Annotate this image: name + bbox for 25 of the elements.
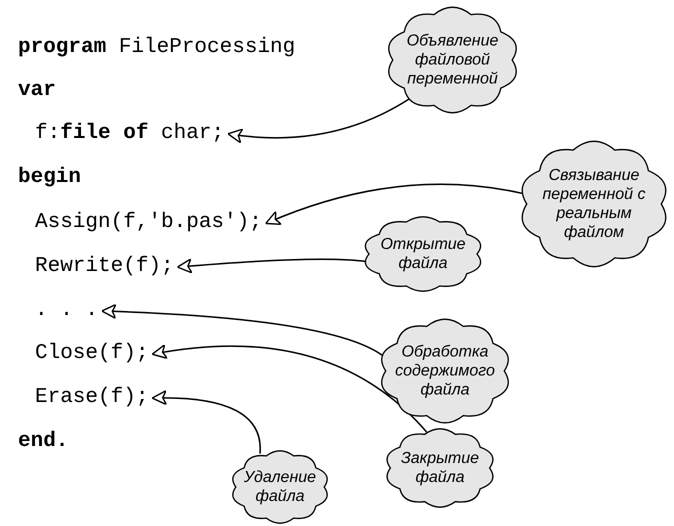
code-line: Assign(f,'b.pas'); <box>35 211 262 235</box>
code-line: . . . <box>35 299 98 323</box>
code-line: Erase(f); <box>35 386 148 410</box>
callout-cloud <box>362 216 484 292</box>
callout-cloud <box>384 428 496 508</box>
callout-cloud <box>378 318 512 424</box>
code-line: end. <box>18 430 68 454</box>
code-line: begin <box>18 166 82 190</box>
callout-text: Обработка содержимого файла <box>394 342 496 400</box>
callout-text: Закрытие файла <box>400 449 480 487</box>
arrow <box>152 390 261 454</box>
code-line: program FileProcessing <box>18 36 296 60</box>
code-line: Close(f); <box>35 342 148 366</box>
callout-cloud <box>230 450 330 524</box>
arrow <box>101 304 382 356</box>
callout-text: Удаление файла <box>242 468 318 506</box>
callout-text: Связывание переменной с реальным файлом <box>541 166 647 242</box>
code-line: Rewrite(f); <box>35 255 174 279</box>
callout-text: Объявление файловой переменной <box>406 32 500 88</box>
callout-text: Открытие файла <box>379 235 467 273</box>
callout-cloud <box>385 6 520 114</box>
arrow <box>227 98 410 144</box>
code-line: f:file of char; <box>35 122 224 146</box>
arrow <box>176 258 367 274</box>
code-line: var <box>18 79 56 103</box>
